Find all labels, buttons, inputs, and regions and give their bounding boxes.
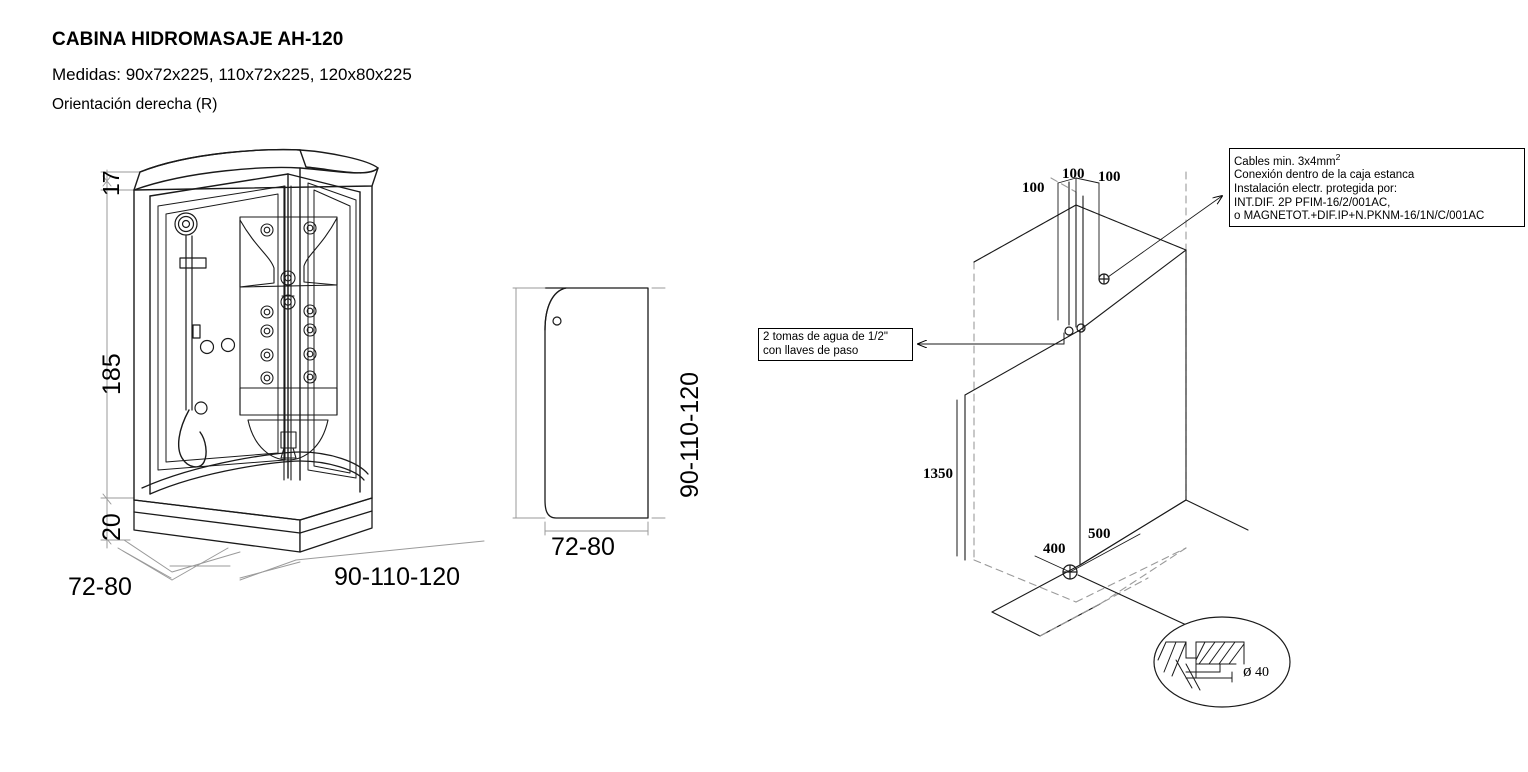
- water-note-line-2: con llaves de paso: [763, 344, 859, 357]
- dim-elevation-depth: 72-80: [68, 573, 132, 601]
- electrical-note-line-5: o MAGNETOT.+DIF.IP+N.PKNM-16/1N/C/001AC: [1234, 210, 1485, 223]
- electrical-note-line-4: INT.DIF. 2P PFIM-16/2/001AC,: [1234, 196, 1391, 209]
- electrical-note-superscript: 2: [1335, 152, 1341, 162]
- dim-plan-depth: 90-110-120: [676, 371, 704, 498]
- electrical-note-line-2: Conexión dentro de la caja estanca: [1234, 169, 1415, 182]
- drain-detail-bubble: [1153, 616, 1291, 708]
- electrical-note-line-1: Cables min. 3x4mm2: [1234, 152, 1341, 168]
- dim-iso-top-right: 100: [1098, 169, 1121, 185]
- orientation-text: Orientación derecha (R): [52, 96, 218, 113]
- water-note-line-1: 2 tomas de agua de 1/2": [763, 331, 888, 343]
- dim-wall-height: 1350: [923, 466, 953, 482]
- dim-plan-width: 72-80: [551, 533, 615, 561]
- dim-drain-offset-b: 500: [1088, 526, 1111, 542]
- dim-body-height: 185: [98, 353, 126, 395]
- water-note-box: 2 tomas de agua de 1/2" con llaves de pa…: [758, 328, 913, 362]
- dim-top-cap: 17: [98, 170, 124, 196]
- measures-text: Medidas: 90x72x225, 110x72x225, 120x80x2…: [52, 65, 412, 84]
- installation-isometric: [918, 171, 1291, 708]
- dim-iso-top-left: 100: [1022, 180, 1045, 196]
- diameter-value: 40: [1255, 665, 1269, 680]
- dim-base-height: 20: [98, 513, 126, 541]
- detail-diameter-label: ø 40: [1243, 661, 1269, 681]
- dim-iso-top-center: 100: [1062, 166, 1085, 182]
- dim-drain-offset-a: 400: [1043, 541, 1066, 557]
- plan-view: [512, 287, 666, 536]
- diameter-symbol: ø: [1243, 661, 1252, 680]
- electrical-note-line-3: Instalación electr. protegida por:: [1234, 183, 1398, 196]
- electrical-note-box: Cables min. 3x4mm2 Conexión dentro de la…: [1229, 148, 1525, 227]
- shower-cabin-elevation: [100, 148, 485, 581]
- dim-elevation-width: 90-110-120: [334, 563, 461, 591]
- page-title: CABINA HIDROMASAJE AH-120: [52, 29, 344, 50]
